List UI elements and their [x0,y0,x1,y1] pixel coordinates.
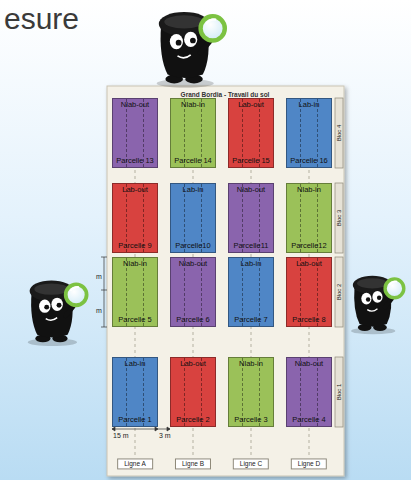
plot-box: Nlab-inParcelle 3 [228,357,274,427]
treatment-label: Lab-in [125,360,146,368]
ligne-label: Ligne A [117,458,153,469]
treatment-label: Nlab-in [239,360,263,368]
treatment-label: Lab-in [299,101,320,109]
plot-box: Lab-inParcelle 7 [228,257,274,327]
treatment-label: Nlab-in [297,186,321,194]
plot-number: Parcelle 15 [232,157,270,165]
dimension-lines [101,257,170,431]
dimension-label: m [96,273,102,281]
plot-number: Parcelle 13 [116,157,154,165]
plot-box: Nlab-inParcelle12 [286,183,332,253]
plot-box: Lab-inParcelle10 [170,183,216,253]
map-title: Grand Bordia - Travail du sol [181,91,270,98]
plot-number: Parcelle 2 [176,416,209,424]
treatment-label: Lab-out [122,186,147,194]
plot-box: Nlab-inParcelle 5 [112,257,158,327]
slide-title: esure [4,2,79,36]
plot-box: Lab-outParcelle 8 [286,257,332,327]
plot-box: Lab-outParcelle 2 [170,357,216,427]
plot-box: Nlab-outParcelle 13 [112,98,158,168]
cartoon-inspector [157,12,225,88]
treatment-label: Nlab-in [181,101,205,109]
cartoon-inspector [351,276,404,335]
plot-box: Nlab-outParcelle 4 [286,357,332,427]
plot-box: Lab-inParcelle 16 [286,98,332,168]
plot-box: Nlab-outParcelle11 [228,183,274,253]
bloc-label: Bloc 4 [336,125,343,142]
plot-number: Parcelle 7 [234,316,267,324]
plot-number: Parcelle 5 [118,316,151,324]
treatment-label: Nlab-in [123,260,147,268]
map-panel [107,86,344,476]
plot-number: Parcelle 1 [118,416,151,424]
treatment-label: Lab-out [238,101,263,109]
plot-box: Lab-outParcelle 15 [228,98,274,168]
treatment-label: Nlab-out [121,101,149,109]
bloc-label: Bloc 3 [336,210,343,227]
dimension-label: 3 m [158,432,172,440]
dimension-label: m [96,307,102,315]
treatment-label: Nlab-out [295,360,323,368]
ligne-label: Ligne D [291,458,327,469]
plot-number: Parcelle 6 [176,316,209,324]
treatment-label: Lab-out [296,260,321,268]
plot-number: Parcelle 16 [290,157,328,165]
treatment-label: Nlab-out [179,260,207,268]
plot-number: Parcelle 4 [292,416,325,424]
ligne-label: Ligne B [175,458,211,469]
plot-number: Parcelle 14 [174,157,212,165]
treatment-label: Nlab-out [237,186,265,194]
treatment-label: Lab-in [183,186,204,194]
plot-box: Lab-outParcelle 9 [112,183,158,253]
plot-box: Lab-inParcelle 1 [112,357,158,427]
bloc-label: Bloc 2 [336,284,343,301]
ligne-lines [135,98,309,455]
plot-number: Parcelle11 [234,242,269,250]
plot-number: Parcelle 3 [234,416,267,424]
bloc-label: Bloc 1 [336,384,343,401]
dimension-label: 15 m [112,432,130,440]
cartoon-inspector [28,281,87,347]
treatment-label: Lab-out [180,360,205,368]
plot-number: Parcelle12 [291,242,326,250]
plot-box: Nlab-outParcelle 6 [170,257,216,327]
plot-number: Parcelle 8 [292,316,325,324]
plot-number: Parcelle10 [175,242,210,250]
treatment-label: Lab-in [241,260,262,268]
ligne-label: Ligne C [233,458,269,469]
bloc-bands [335,98,343,427]
plot-box: Nlab-inParcelle 14 [170,98,216,168]
plot-number: Parcelle 9 [118,242,151,250]
